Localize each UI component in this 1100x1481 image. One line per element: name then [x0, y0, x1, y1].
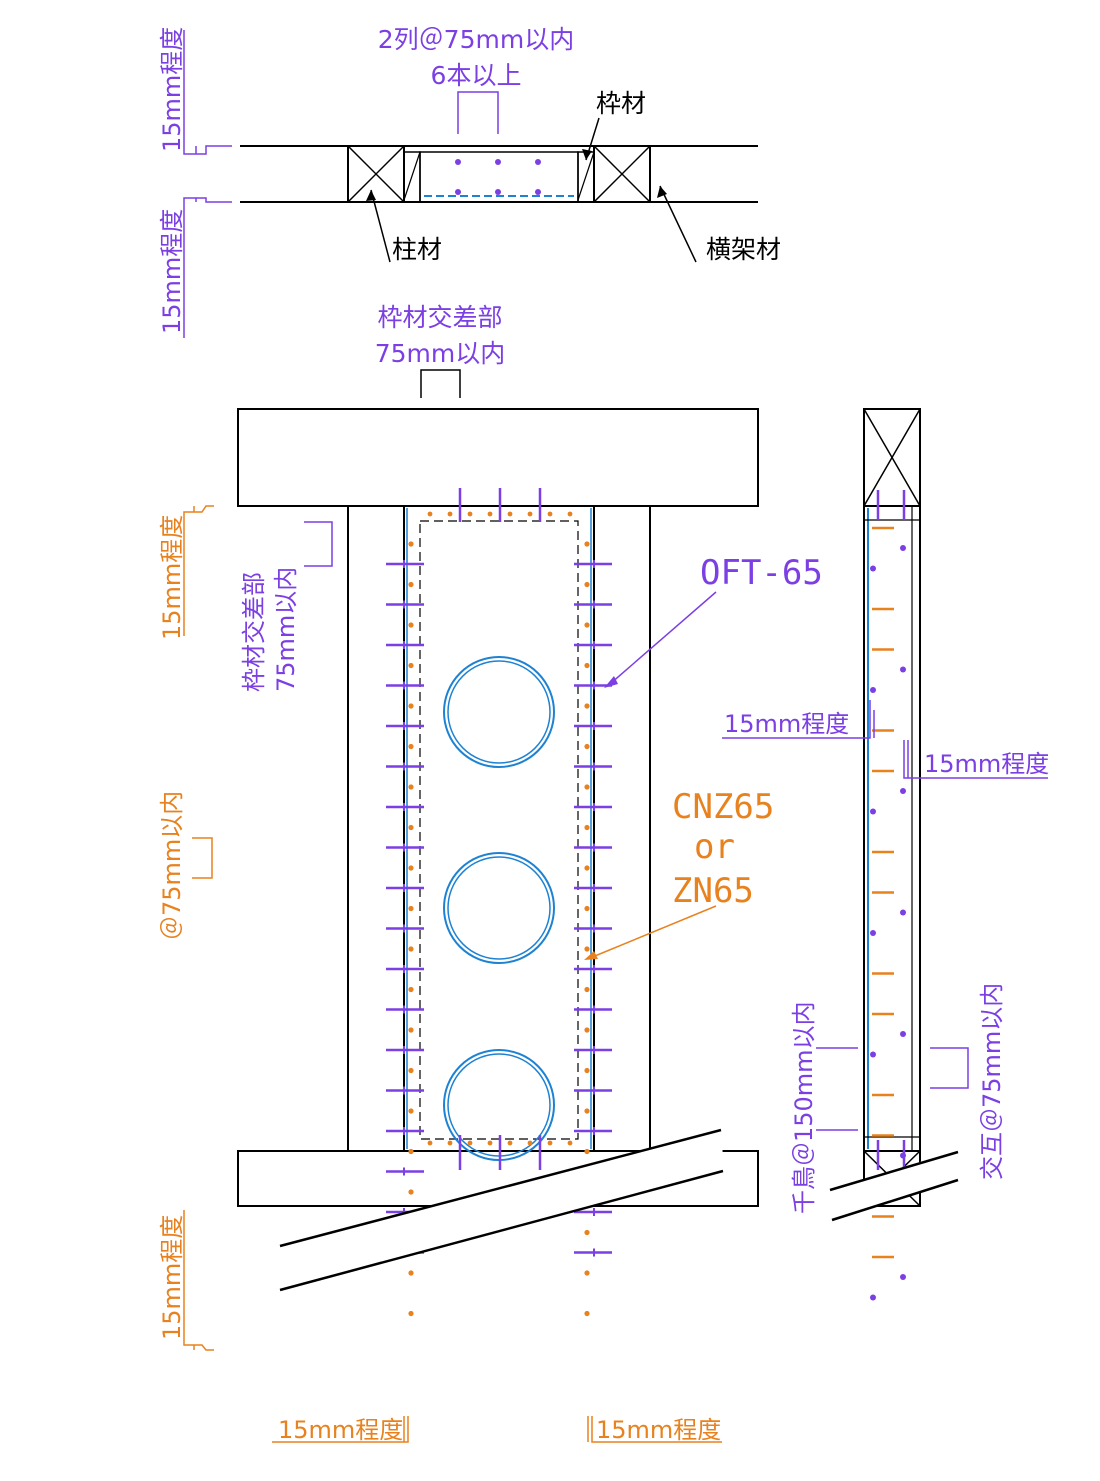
side-nail-oft	[870, 1051, 876, 1058]
elevation-fasteners	[386, 488, 612, 1317]
nail-cnz-left	[408, 1270, 414, 1276]
plan-section	[183, 30, 758, 338]
nail-cnz-right	[584, 865, 590, 871]
nail-cnz-left	[408, 662, 414, 669]
rows-spacing-bracket	[457, 91, 499, 134]
bottom-right-margin-label: 15mm程度	[596, 1416, 721, 1444]
side-outer-margin-label: 15mm程度	[924, 750, 1049, 778]
pitch-label: ＠75mm以内	[158, 791, 186, 940]
oft-leader	[609, 591, 717, 685]
nail-cnz-right	[584, 1067, 590, 1074]
intersection-label-line1: 枠材交差部	[377, 303, 502, 332]
rows-spacing-label: 2列＠75mm以内	[378, 25, 574, 54]
break-line-upper	[279, 1128, 722, 1248]
nail-cnz-left	[408, 1189, 414, 1195]
break-line-lower	[279, 1169, 724, 1292]
elevation-view	[183, 369, 759, 1443]
side-nail-oft	[870, 687, 876, 693]
column-member-label: 柱材	[392, 235, 442, 264]
plan-top-margin-label: 15mm程度	[158, 27, 186, 152]
nail-cnz-right	[584, 784, 590, 790]
fastener-oft-label: OFT-65	[700, 553, 823, 593]
column-member-box	[347, 145, 405, 203]
nail-cnz-left	[408, 581, 414, 588]
nail-cnz-left	[408, 1310, 414, 1317]
nail-cnz-left	[408, 1067, 414, 1074]
fastener-or-label: or	[694, 827, 735, 867]
elev-bottom-margin-label: 15mm程度	[158, 1215, 186, 1340]
frame-member-label: 枠材	[596, 89, 646, 118]
side-nail-oft	[870, 930, 876, 936]
count-label: 6本以上	[431, 61, 522, 90]
nail-cnz-right	[584, 1270, 590, 1276]
nail-cnz-left	[408, 905, 414, 912]
round-opening-1	[443, 656, 555, 768]
nail-cnz-right	[584, 1027, 590, 1033]
side-nail-oft	[870, 808, 876, 815]
side-nail-oft	[870, 1294, 876, 1301]
nail-cnz-right	[584, 824, 590, 831]
nail-cnz-right	[584, 703, 590, 709]
nail-cnz-left	[408, 541, 414, 547]
nail-cnz-right	[584, 986, 590, 993]
nail-cnz-right	[584, 662, 590, 669]
fastener-zn-label: ZN65	[672, 871, 754, 911]
intersection-label-line2: 75mm以内	[375, 339, 506, 368]
alternate-pitch-label: 交互＠75mm以内	[978, 983, 1006, 1180]
side-intersection-label-1: 枠材交差部	[240, 572, 268, 692]
side-fasteners	[870, 490, 906, 1301]
nail-cnz-left	[408, 865, 414, 871]
nail-cnz-left	[408, 703, 414, 709]
nail-cnz-left	[408, 824, 414, 831]
side-intersection-label-2: 75mm以内	[272, 567, 300, 692]
nail-cnz-right	[584, 1229, 590, 1236]
side-top-beam	[863, 408, 921, 507]
nail-cnz-right	[584, 743, 590, 750]
nail-cnz-right	[584, 581, 590, 588]
nail-cnz-left	[408, 622, 414, 628]
side-nail-oft	[870, 565, 876, 572]
nail-cnz-left	[408, 986, 414, 993]
nail-cnz-right	[584, 946, 590, 952]
nail-cnz-right	[584, 1148, 590, 1155]
plan-bottom-margin-label: 15mm程度	[158, 209, 186, 334]
cross-member-label: 横架材	[706, 235, 781, 264]
plan-fastener-dots	[455, 159, 541, 195]
cross-member-box	[593, 145, 651, 203]
staggered-pitch-label: 千鳥＠150mm以内	[790, 1001, 818, 1214]
nail-cnz-right	[584, 1108, 590, 1114]
top-cross-beam	[237, 408, 759, 507]
nail-cnz-left	[408, 1027, 414, 1033]
nail-cnz-left	[408, 784, 414, 790]
nail-cnz-left	[408, 1108, 414, 1114]
nail-cnz-left	[408, 1148, 414, 1155]
round-opening-2	[443, 852, 555, 964]
nail-cnz-right	[584, 541, 590, 547]
elev-top-margin-label: 15mm程度	[158, 515, 186, 640]
nail-cnz-left	[408, 946, 414, 952]
nail-cnz-right	[584, 1310, 590, 1317]
cnz-leader	[589, 905, 717, 959]
nail-cnz-left	[408, 743, 414, 750]
side-inner-margin-label: 15mm程度	[724, 710, 849, 738]
bottom-left-margin-label: 15mm程度	[278, 1416, 403, 1444]
nail-cnz-right	[584, 905, 590, 912]
nail-cnz-right	[584, 622, 590, 628]
labels: 2列＠75mm以内 6本以上 枠材 柱材 横架材 15mm程度 15mm程度 枠…	[158, 25, 1049, 1444]
fastener-cnz-label: CNZ65	[672, 787, 774, 827]
side-section	[722, 408, 1048, 1301]
board-outline	[419, 520, 579, 1140]
